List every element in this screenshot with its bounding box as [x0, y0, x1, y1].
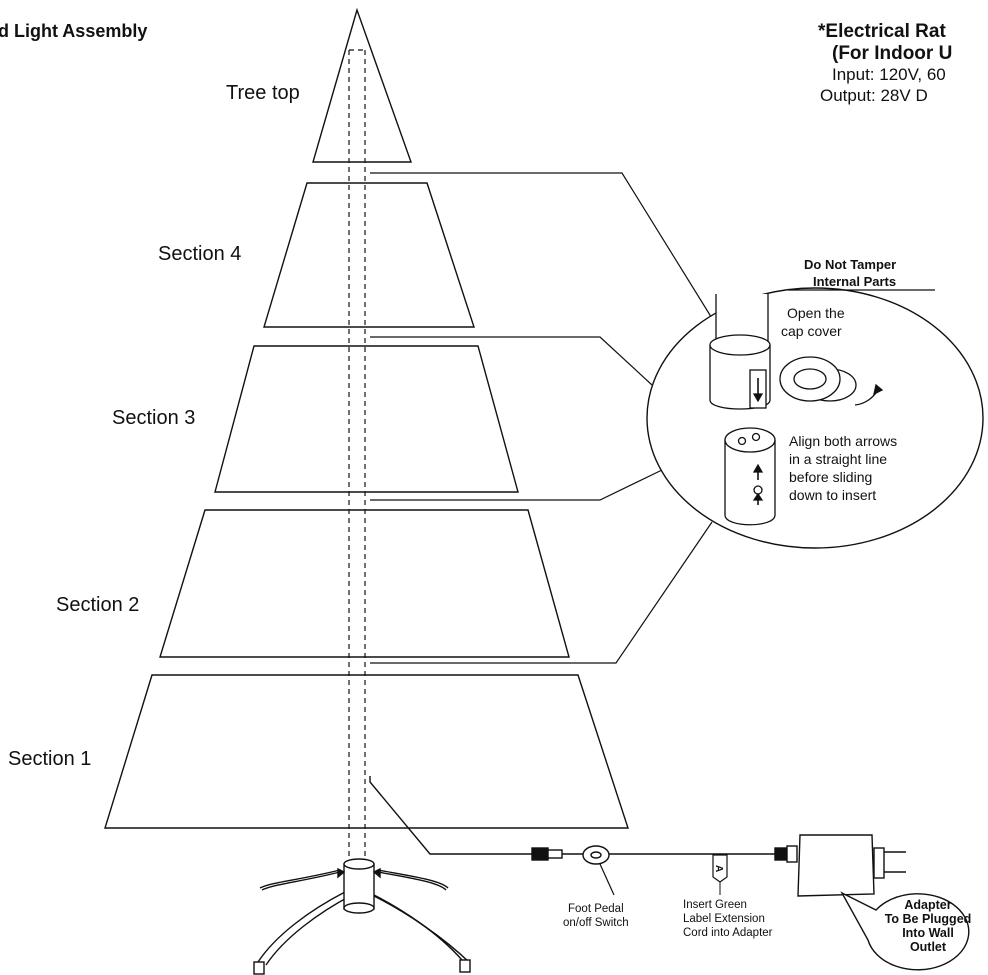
open-cap-line-2: cap cover [781, 323, 842, 339]
section-2-label: Section 2 [56, 594, 139, 616]
section-1-shape [104, 674, 629, 829]
adapter-callout-line-1: Adapter [904, 898, 951, 912]
cap-cover-icon [779, 356, 884, 406]
electrical-rating-heading: *Electrical Rat [818, 21, 946, 42]
section-4-shape [263, 182, 475, 328]
foot-pedal-icon [531, 845, 788, 865]
adapter-callout-line-3: Into Wall [902, 926, 954, 940]
open-cap-line-1: Open the [787, 305, 845, 321]
section-2-shape [159, 509, 570, 658]
foot-pedal-label-2: on/off Switch [563, 917, 629, 929]
center-pole [348, 49, 366, 860]
tag-letter: A [713, 865, 724, 872]
indoor-use-heading: (For Indoor U [832, 43, 952, 64]
pole-connector-icon [709, 294, 771, 410]
adapter-callout-line-4: Outlet [910, 940, 947, 954]
leader-lines [370, 172, 719, 664]
tree-top-shape [312, 7, 412, 163]
adapter-callout-bubble [840, 891, 970, 971]
insert-label-1: Insert Green [683, 899, 747, 911]
adapter-callout-line-2: To Be Plugged [885, 912, 972, 926]
align-line-1: Align both arrows [789, 433, 897, 449]
tree-stand [253, 858, 471, 975]
foot-pedal-label-1: Foot Pedal [568, 903, 624, 915]
section-3-label: Section 3 [112, 407, 195, 429]
warning-line-2: Internal Parts [813, 274, 896, 289]
output-rating: Output: 28V D [820, 86, 928, 105]
section-1-label: Section 1 [8, 748, 91, 770]
pole-tube-icon [724, 427, 776, 526]
assembly-title: d Light Assembly [0, 21, 147, 41]
align-line-2: in a straight line [789, 451, 887, 467]
insert-label-3: Cord into Adapter [683, 927, 773, 939]
power-cord [369, 776, 540, 855]
section-3-shape [214, 345, 519, 493]
tree-top-label: Tree top [226, 82, 300, 104]
section-4-label: Section 4 [158, 243, 241, 265]
insert-label-2: Label Extension [683, 913, 765, 925]
green-label-tag [712, 854, 728, 883]
align-line-4: down to insert [789, 487, 876, 503]
align-line-3: before sliding [789, 469, 872, 485]
adapter-icon [786, 834, 906, 897]
input-rating: Input: 120V, 60 [832, 65, 946, 84]
warning-line-1: Do Not Tamper [804, 257, 896, 272]
